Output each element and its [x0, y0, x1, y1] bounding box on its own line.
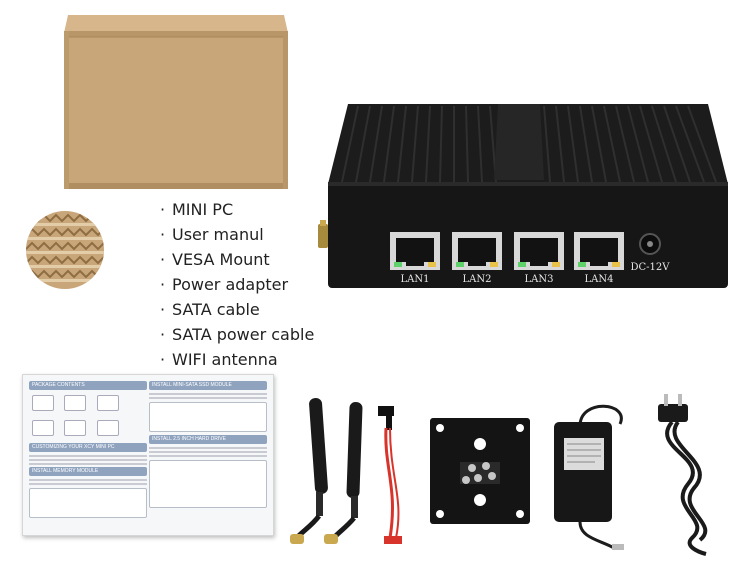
list-item: ·Power adapter	[160, 275, 289, 294]
vesa-mount-icon	[32, 420, 54, 436]
wifi-module-icon	[64, 420, 87, 436]
dc-power-label: DC-12V	[631, 262, 671, 273]
manual-section-header: INSTALL MINI-SATA SSD MODULE	[149, 381, 267, 390]
list-item: ·VESA Mount	[160, 250, 270, 269]
package-contents-list: ·MINI PC ·User manul ·VESA Mount ·Power …	[160, 198, 314, 373]
lan-port-label: LAN1	[401, 274, 430, 285]
manual-section-header: INSTALL MEMORY MODULE	[29, 467, 147, 476]
list-item: ·SATA power cable	[160, 325, 315, 344]
lan-port-1: LAN1	[390, 232, 440, 285]
vesa-mount	[430, 418, 530, 524]
memory-diagram	[29, 488, 147, 518]
power-cord-icon	[96, 395, 119, 411]
mini-pc: LAN1 LAN2 LAN3 LAN4	[318, 92, 730, 292]
list-item: ·MINI PC	[160, 200, 234, 219]
lan-port-4: LAN4	[574, 232, 624, 285]
list-item: ·WIFI antenna	[160, 350, 278, 369]
power-cord	[658, 394, 708, 556]
user-manual: PACKAGE CONTENTS CUSTOMIZING YOUR XCY MI…	[22, 374, 274, 536]
mini-pc-icon	[32, 395, 54, 411]
manual-right-column: INSTALL MINI-SATA SSD MODULE INSTALL 2.5…	[149, 381, 267, 529]
corrugated-detail	[26, 211, 104, 289]
ssd-diagram	[149, 402, 267, 432]
manual-section-header: INSTALL 2.5 INCH HARD DRIVE	[149, 435, 267, 444]
list-item: ·User manul	[160, 225, 264, 244]
user-manual-icon	[96, 420, 119, 436]
lan-port-3: LAN3	[514, 232, 564, 285]
lan-port-2: LAN2	[452, 232, 502, 285]
accessories	[280, 388, 730, 558]
manual-section-header: CUSTOMIZING YOUR XCY MINI PC	[29, 443, 147, 452]
manual-left-column: PACKAGE CONTENTS CUSTOMIZING YOUR XCY MI…	[29, 381, 147, 529]
list-item: ·SATA cable	[160, 300, 260, 319]
wifi-antenna	[290, 398, 328, 544]
hdd-diagram	[149, 460, 267, 508]
power-adapter	[554, 404, 624, 550]
lan-port-label: LAN4	[585, 274, 614, 285]
dc-power-jack: DC-12V	[631, 233, 671, 273]
wifi-antenna	[324, 402, 363, 544]
lan-port-label: LAN3	[525, 274, 554, 285]
lan-port-label: LAN2	[463, 274, 492, 285]
power-adapter-icon	[64, 395, 87, 411]
sata-cable	[378, 406, 402, 544]
manual-section-header: PACKAGE CONTENTS	[29, 381, 147, 390]
cardboard-box	[62, 13, 290, 193]
